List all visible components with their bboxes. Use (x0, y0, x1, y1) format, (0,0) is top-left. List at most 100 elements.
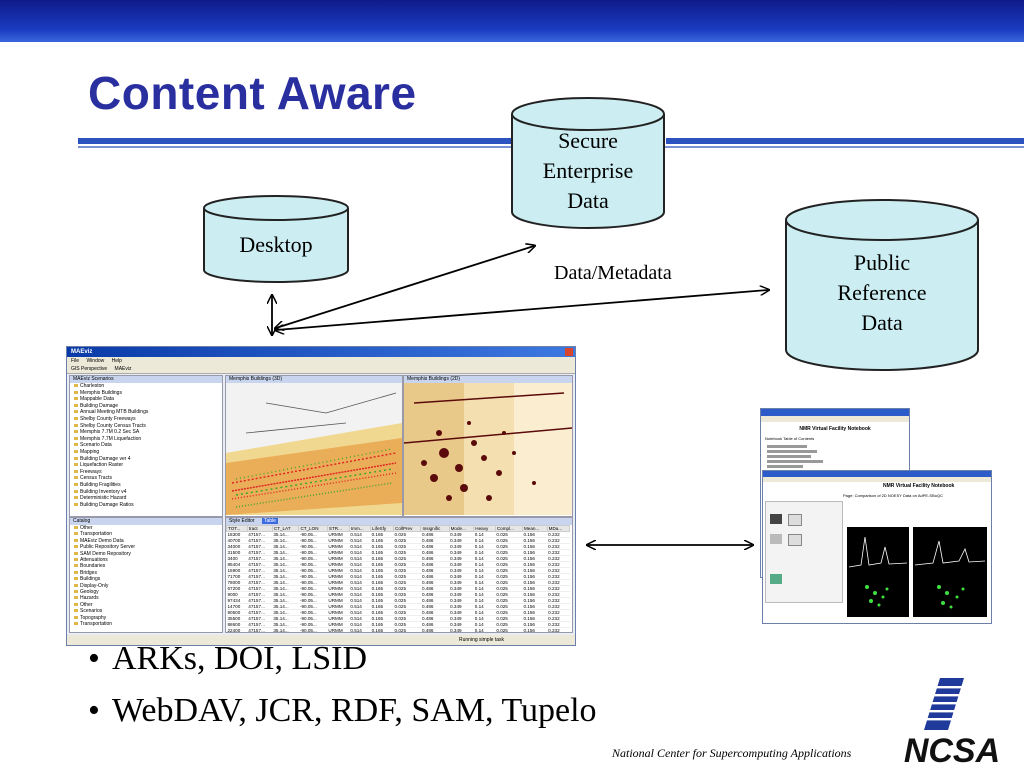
table-cell: 47157... (247, 603, 273, 610)
upload-icon[interactable] (770, 534, 782, 544)
maeviz-window: MAEviz File Window Help GIS Perspective … (66, 346, 576, 646)
scenario-item[interactable]: Annual Meeting MTB Buildings (74, 409, 222, 416)
catalog-item[interactable]: Transportation (74, 621, 222, 627)
table-cell: -90.05... (298, 531, 328, 538)
table-cell: 0.14 (473, 585, 496, 592)
scenario-item[interactable]: Liquefaction Raster (74, 462, 222, 469)
text-icon[interactable] (788, 514, 802, 526)
catalog-item[interactable]: Public Repository Server (74, 544, 222, 550)
catalog-item[interactable]: Bridges (74, 570, 222, 576)
table-cell: -90.05... (298, 615, 328, 622)
camera-icon[interactable] (770, 514, 782, 524)
scenario-item[interactable]: Building Inventory v4 (74, 489, 222, 496)
table-cell: 0.156 (522, 621, 548, 628)
scenario-item[interactable]: Mappable Data (74, 396, 222, 403)
menu-file[interactable]: File (71, 358, 80, 364)
scenario-item-label: Census Tracts (80, 475, 112, 482)
scenario-item[interactable]: Building Damage (74, 403, 222, 410)
tab-gis-perspective[interactable]: GIS Perspective (71, 366, 108, 372)
scenario-item[interactable]: Census Tracts (74, 475, 222, 482)
tab-table[interactable]: Table (261, 518, 278, 524)
catalog-item[interactable]: Boundaries (74, 563, 222, 569)
table-cell: 0.156 (522, 603, 548, 610)
table-cell: 0.025 (495, 555, 523, 562)
document-icon[interactable] (788, 534, 802, 546)
catalog-item[interactable]: Geology (74, 589, 222, 595)
scenario-item[interactable]: Building Damage ver 4 (74, 456, 222, 463)
column-header[interactable]: Mode... (448, 525, 475, 532)
scenario-item[interactable]: Building Fragilities (74, 482, 222, 489)
catalog-item[interactable]: Other (74, 525, 222, 531)
column-header[interactable]: Compl... (494, 525, 523, 532)
catalog-item[interactable]: SAM Demo Repository (74, 551, 222, 557)
catalog-item[interactable]: Transportation (74, 531, 222, 537)
column-header[interactable]: tract (246, 525, 273, 532)
column-header[interactable]: MDa... (546, 525, 571, 532)
menu-help[interactable]: Help (111, 358, 122, 364)
scenario-item[interactable]: Building Damage Ratios (74, 502, 222, 509)
scenario-item[interactable]: Memphis 7.7M 0.2 Sec SA (74, 429, 222, 436)
chart-icon[interactable] (770, 574, 782, 584)
catalog-item[interactable]: Other (74, 602, 222, 608)
table-cell: 0.486 (420, 573, 450, 580)
scenario-item[interactable]: Charleston (74, 383, 222, 390)
catalog-item[interactable]: Attenuations (74, 557, 222, 563)
tab-style-editor[interactable]: Style Editor (229, 518, 255, 524)
scenario-item[interactable]: Memphis Buildings (74, 390, 222, 397)
table-cell: 0.349 (449, 597, 474, 604)
catalog-item[interactable]: MAEviz Demo Data (74, 538, 222, 544)
window-close-icon[interactable] (565, 348, 573, 356)
column-header[interactable]: Imm... (348, 525, 372, 532)
table-cell: 47157... (247, 537, 273, 544)
table-cell: 0.14 (473, 621, 496, 628)
scenario-item[interactable]: Mapping (74, 449, 222, 456)
scenario-item[interactable]: Shelby County Freeways (74, 416, 222, 423)
column-header[interactable]: Insignific (420, 525, 450, 532)
catalog-item[interactable]: Topography (74, 615, 222, 621)
nmr-spectrum-left (847, 527, 909, 617)
catalog-item-label: Public Repository Server (80, 544, 136, 551)
map-2d-tab[interactable]: Memphis Buildings (2D) (404, 376, 572, 383)
table-cell: 47157... (247, 531, 273, 538)
column-header[interactable]: CT_LON (298, 525, 328, 532)
table-cell: 0.14 (473, 573, 496, 580)
table-cell: 0.025 (393, 615, 421, 622)
catalog-item[interactable]: Scenarios (74, 608, 222, 614)
catalog-item[interactable]: Display-Only (74, 583, 222, 589)
tab-maeviz[interactable]: MAEviz (114, 366, 132, 372)
notebook-back-titlebar (761, 409, 909, 416)
catalog-item[interactable]: Hazards (74, 595, 222, 601)
table-cell: 35.14... (272, 561, 299, 568)
menu-window[interactable]: Window (86, 358, 105, 364)
ncsa-wordmark: NCSA (904, 732, 1000, 766)
catalog-item[interactable]: Buildings (74, 576, 222, 582)
map-3d-tab[interactable]: Memphis Buildings (3D) (226, 376, 402, 383)
scenario-item[interactable]: Deterministic Hazard (74, 495, 222, 502)
scenario-item[interactable]: Memphis 7.7M Liquefaction (74, 436, 222, 443)
folder-icon (74, 397, 78, 401)
scenario-item[interactable]: Scenario Data (74, 442, 222, 449)
table-cell: -90.05... (298, 585, 328, 592)
table-cell: 0.349 (449, 591, 474, 598)
scenario-item[interactable]: Shelby County Census Tracts (74, 423, 222, 430)
folder-icon (74, 436, 78, 440)
scenario-item[interactable]: Freeways (74, 469, 222, 476)
column-header[interactable]: CollPrev (393, 525, 422, 532)
